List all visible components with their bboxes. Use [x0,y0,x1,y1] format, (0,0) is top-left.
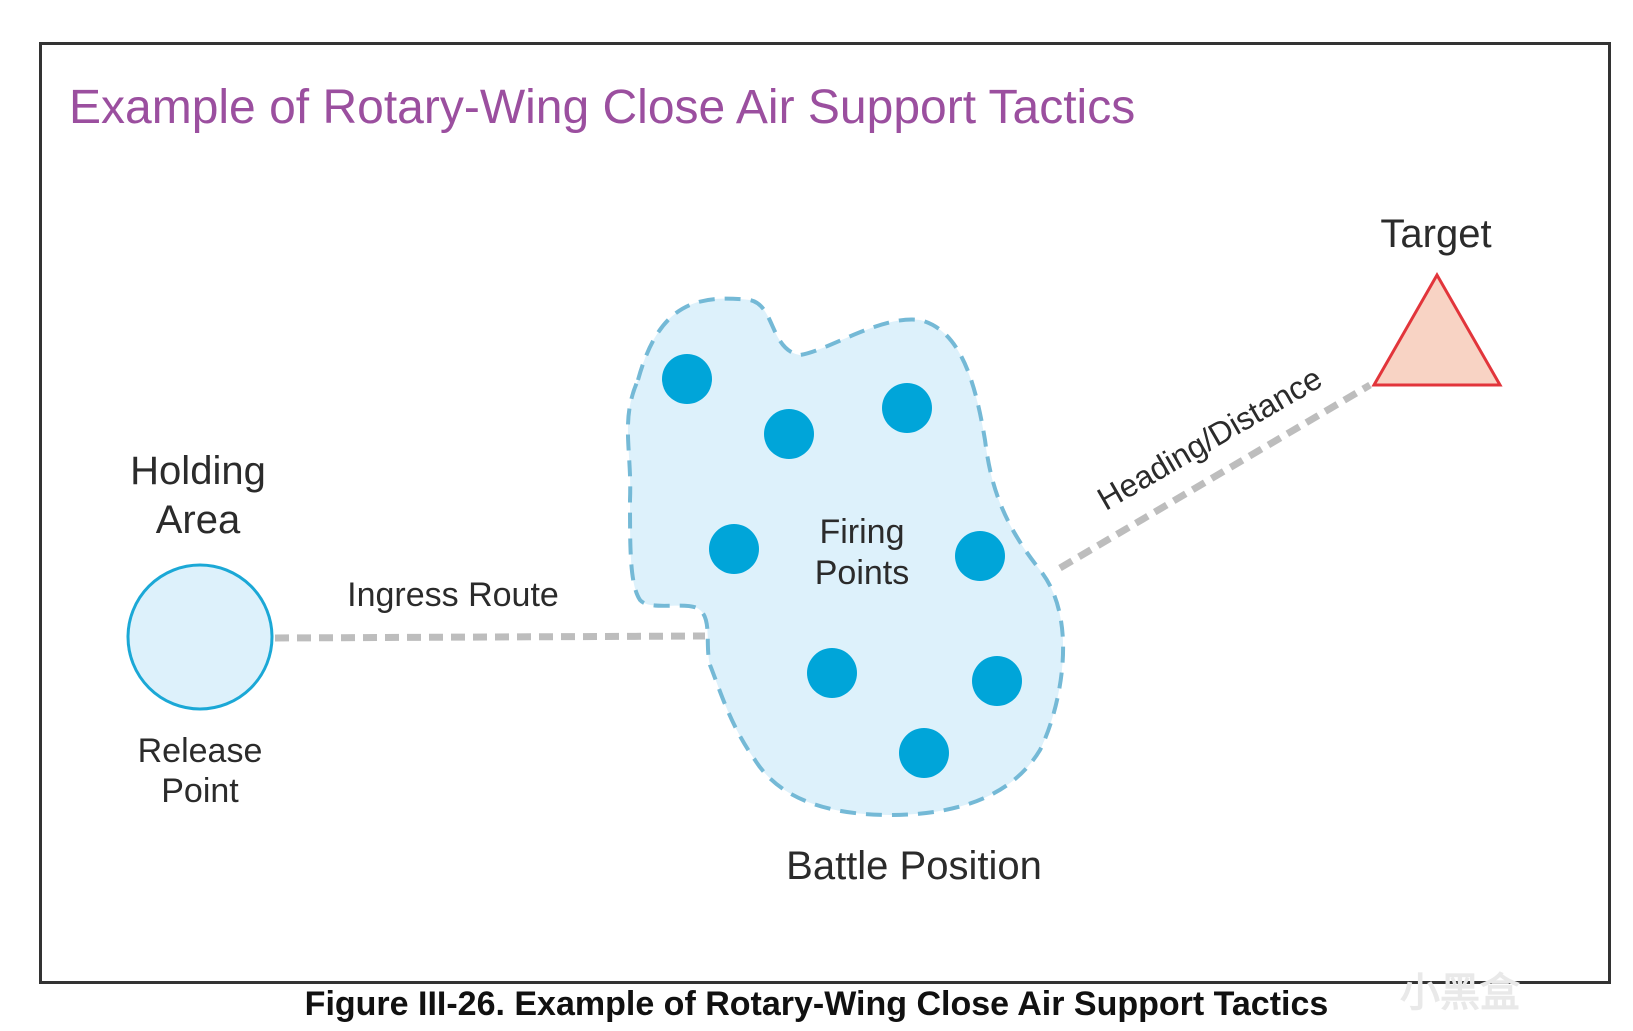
ingress-route-line [274,632,706,642]
diagram-title: Example of Rotary-Wing Close Air Support… [69,81,1136,134]
battle-position-area [625,296,1066,818]
heading-distance-label: Heading/Distance [1091,360,1328,517]
firing-point [662,354,712,404]
firing-points-group [662,354,1022,778]
holding-area-label-line1: Holding [130,449,266,493]
figure-caption: Figure III-26. Example of Rotary-Wing Cl… [304,985,1329,1023]
holding-area-label-line2: Area [156,498,241,542]
firing-point [972,656,1022,706]
firing-point [882,383,932,433]
target-triangle [1371,271,1503,387]
heading-distance-line [1058,381,1372,572]
ingress-route-label: Ingress Route [347,576,559,614]
release-point-label-line2: Point [161,772,239,810]
firing-point [807,648,857,698]
release-point-label-line1: Release [138,732,263,770]
firing-point [955,531,1005,581]
release-point-circle [126,563,274,711]
firing-point [899,728,949,778]
watermark: 小黑盒 [1400,971,1520,1015]
firing-point [709,524,759,574]
battle-position-label: Battle Position [786,844,1042,888]
target-label: Target [1380,212,1491,256]
firing-points-label-line2: Points [815,554,910,592]
firing-points-label-line1: Firing [819,513,904,551]
firing-point [764,409,814,459]
